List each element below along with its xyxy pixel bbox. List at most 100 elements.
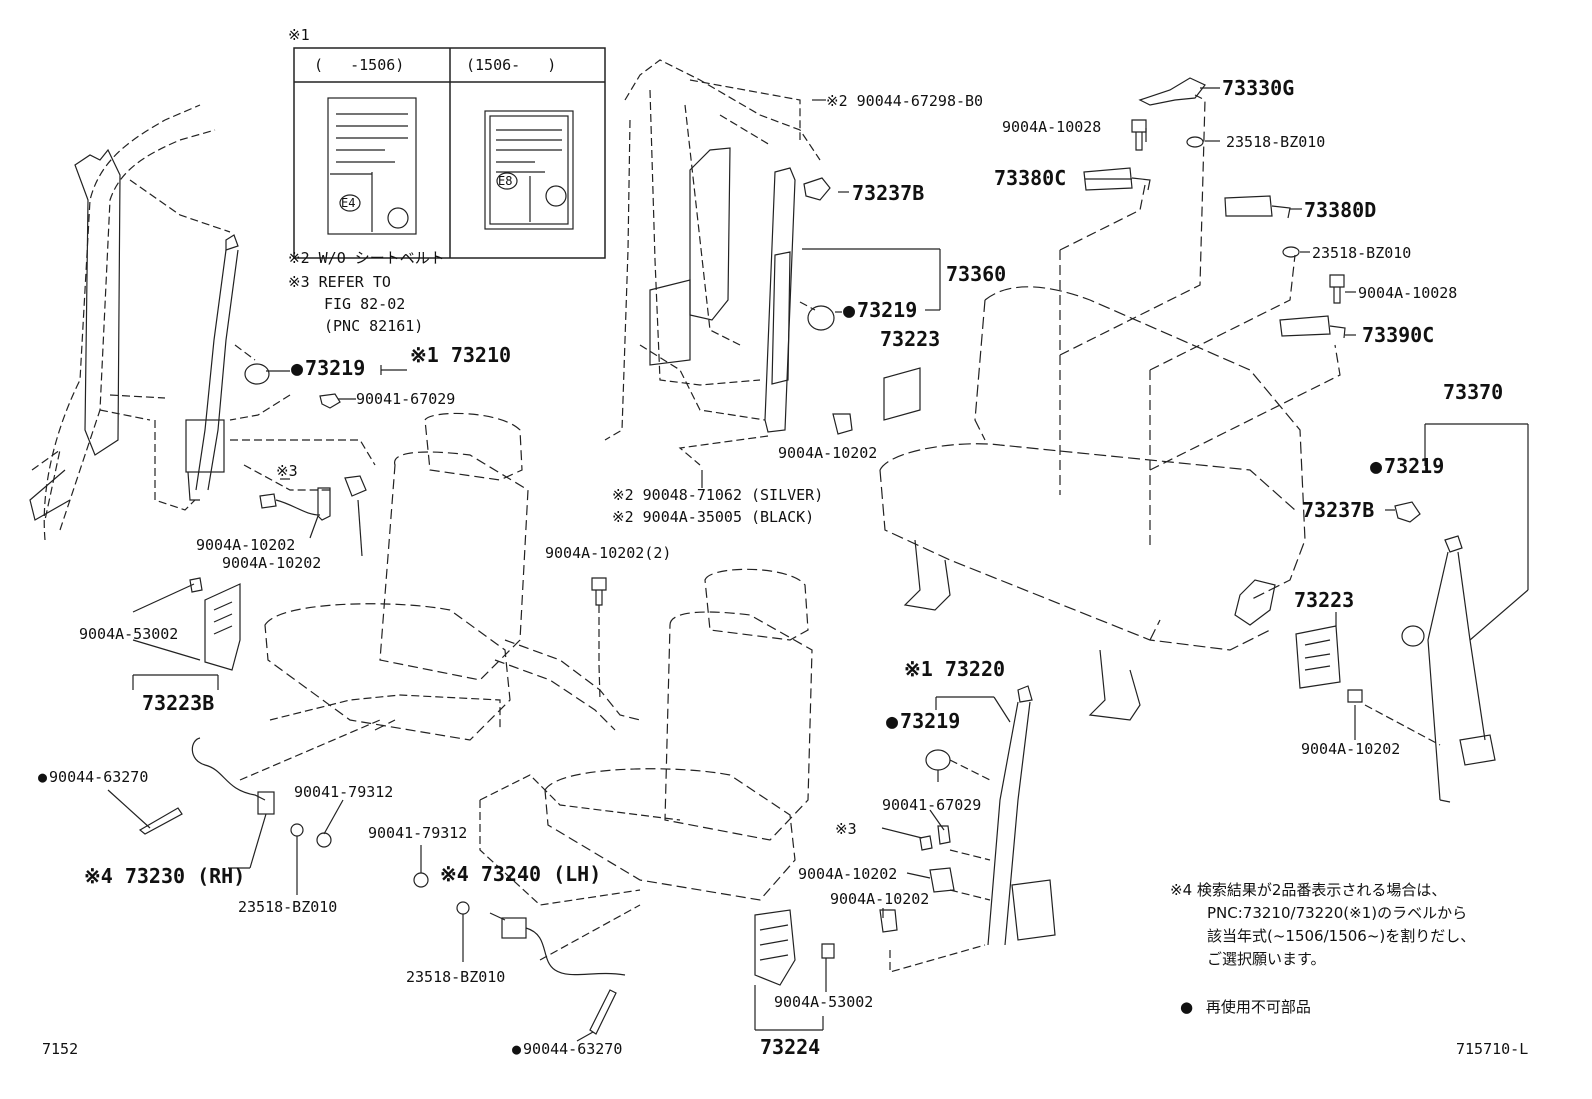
bolt-dashes-a [598, 605, 601, 701]
belt-73370-dashes [1364, 704, 1441, 746]
belt-73220-dashes [889, 759, 991, 973]
cover-73223-b-drawing [1295, 625, 1363, 703]
part-9004A-10202-e[interactable]: 9004A-10202 [798, 865, 898, 883]
buckle-73390C-drawing [1279, 274, 1346, 339]
part-90048-71062[interactable]: ※2 90048-71062 (SILVER) [612, 486, 824, 504]
part-23518-BZ010-d[interactable]: 23518-BZ010 [1312, 244, 1412, 262]
part-9004A-10202-f[interactable]: 9004A-10202 [830, 890, 930, 908]
part-90044-63270-b[interactable]: 90044-63270 [512, 1040, 622, 1058]
note-3-line1: ※3 REFER TO [288, 273, 391, 291]
part-73219-a[interactable]: 73219 [291, 357, 365, 379]
cover-73223B-drawing [189, 577, 241, 671]
part-9004A-10028-a[interactable]: 9004A-10028 [1002, 118, 1102, 136]
inset-marker: ※1 [288, 26, 310, 44]
part-73219-b[interactable]: 73219 [843, 299, 917, 321]
front-seat-rh [264, 412, 529, 741]
part-73370[interactable]: 73370 [1443, 380, 1504, 404]
note-3-line3: (PNC 82161) [324, 317, 424, 335]
part-23518-BZ010-b[interactable]: 23518-BZ010 [406, 968, 506, 986]
part-90041-79312-b[interactable]: 90041-79312 [368, 824, 468, 842]
inset-badge-right: E8 [498, 174, 513, 188]
footnote-4-line1: ※4 検索結果が2品番表示される場合は、 [1170, 881, 1447, 899]
buckle-73230-drawing [138, 737, 332, 848]
left-pillar-solid [29, 148, 121, 521]
part-73223-a[interactable]: 73223 [880, 327, 941, 351]
part-90041-67029-b[interactable]: 90041-67029 [882, 796, 982, 814]
part-73230[interactable]: ※4 73230 (RH) [84, 864, 246, 888]
part-73219-c[interactable]: 73219 [1370, 455, 1444, 477]
rear-bench-dashes [1059, 94, 1341, 545]
part-73237B-a[interactable]: 73237B [852, 181, 925, 205]
belt-73210-dashes [129, 179, 376, 511]
footnote-4-line2: PNC:73210/73220(※1)のラベルから [1207, 904, 1468, 922]
part-73237B-b[interactable]: 73237B [1302, 498, 1375, 522]
footer-right-code: 715710-L [1456, 1040, 1529, 1058]
part-73380C[interactable]: 73380C [994, 166, 1067, 190]
rear-bench-seat [879, 286, 1306, 651]
part-73224[interactable]: 73224 [760, 1035, 821, 1059]
ref-3-b: ※3 [835, 820, 857, 838]
part-73210[interactable]: ※1 73210 [410, 343, 512, 367]
part-23518-BZ010-c[interactable]: 23518-BZ010 [1226, 133, 1326, 151]
buckle-73380C-drawing [1083, 167, 1151, 191]
part-9004A-35005[interactable]: ※2 9004A-35005 (BLACK) [612, 508, 815, 526]
part-9004A-10202-c[interactable]: 9004A-10202 [778, 444, 878, 462]
footer-left-code: 7152 [42, 1040, 79, 1058]
legend-non-reusable: ● 再使用不可部品 [1180, 996, 1311, 1018]
belt-73210-drawing [185, 234, 367, 521]
center-pillar [604, 59, 821, 441]
label-sheet-right-icon [484, 110, 574, 230]
part-90044-63270-a[interactable]: 90044-63270 [38, 768, 148, 786]
belt-73220-leaders [935, 696, 1011, 723]
part-9004A-53002-b[interactable]: 9004A-53002 [774, 993, 874, 1011]
part-9004A-10202-d[interactable]: 9004A-10202 [1301, 740, 1401, 758]
note-2: ※2 W/O シートベルト [288, 249, 445, 267]
bolt-drawing-a [591, 577, 607, 606]
part-9004A-10202-2[interactable]: 9004A-10202(2) [545, 544, 672, 562]
inset-col-right: (1506- ) [466, 56, 557, 74]
part-9004A-10028-b[interactable]: 9004A-10028 [1358, 284, 1458, 302]
floor-rail [494, 639, 641, 731]
inset-box [293, 47, 606, 259]
part-90044-67298-B0[interactable]: ※2 90044-67298-B0 [826, 92, 984, 110]
center-pillar-solid [649, 147, 921, 435]
part-73360[interactable]: 73360 [946, 262, 1007, 286]
rear-bench-legs [903, 539, 1276, 721]
part-73240[interactable]: ※4 73240 (LH) [440, 862, 602, 886]
leader-lines [107, 87, 1395, 1042]
footnote-4-line4: ご選択願います。 [1207, 950, 1326, 968]
part-9004A-10202-a[interactable]: 9004A-10202 [196, 536, 296, 554]
part-73219-d[interactable]: 73219 [886, 710, 960, 732]
center-pillar-leaders [802, 248, 941, 311]
part-9004A-53002-a[interactable]: 9004A-53002 [79, 625, 179, 643]
inset-badge-left: E4 [341, 196, 356, 210]
part-90041-79312-a[interactable]: 90041-79312 [294, 783, 394, 801]
part-23518-BZ010-a[interactable]: 23518-BZ010 [238, 898, 338, 916]
footnote-4-line3: 該当年式(~1506/1506~)を割りだし、 [1207, 927, 1476, 945]
front-seat-lh [544, 568, 813, 901]
belt-73370-drawing [1394, 501, 1496, 803]
bolt-drawing-b [1131, 119, 1204, 151]
buckle-73330G-drawing [1138, 77, 1206, 106]
cover-73224-leaders [754, 985, 824, 1031]
note-3-line2: FIG 82-02 [324, 295, 406, 313]
part-9004A-10202-b[interactable]: 9004A-10202 [222, 554, 322, 572]
buckle-73240-drawing [413, 872, 626, 1035]
label-sheet-left-icon [327, 97, 417, 235]
front-seat-lh-dashes [239, 694, 681, 961]
cover-73224-drawing [754, 909, 835, 986]
part-90041-67029-a[interactable]: 90041-67029 [356, 390, 456, 408]
legend-text: 再使用不可部品 [1205, 998, 1311, 1016]
inset-col-left: ( -1506) [314, 56, 405, 74]
part-73390C[interactable]: 73390C [1362, 323, 1435, 347]
buckle-73380D-drawing [1224, 195, 1300, 258]
filled-circle-icon: ● [1180, 998, 1194, 1016]
center-dashes [678, 114, 816, 466]
part-73223B[interactable]: 73223B [142, 691, 215, 715]
part-73220[interactable]: ※1 73220 [904, 657, 1006, 681]
ref-3-a: ※3 [276, 462, 298, 480]
part-73380D[interactable]: 73380D [1304, 198, 1377, 222]
part-73223-b[interactable]: 73223 [1294, 588, 1355, 612]
part-73330G[interactable]: 73330G [1222, 76, 1295, 100]
